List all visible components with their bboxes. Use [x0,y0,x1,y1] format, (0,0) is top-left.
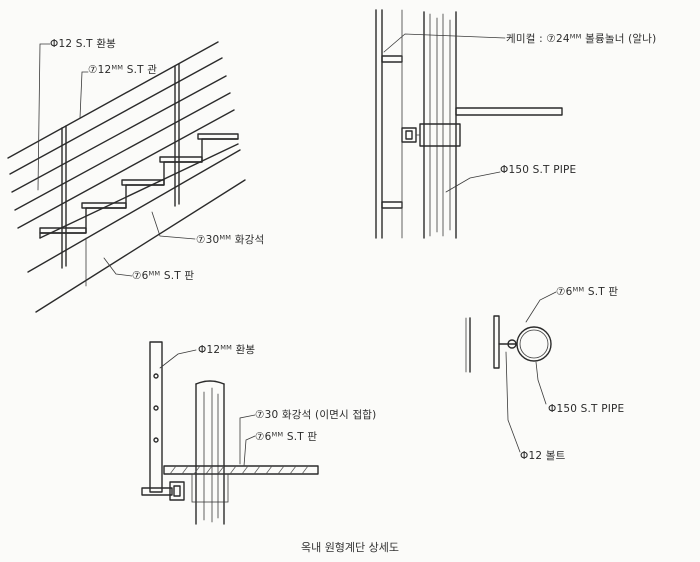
label-section-plate: ⑦6ᴹᴹ S.T 판 [255,431,318,443]
label-handrail-bar: Φ12 S.T 환봉 [50,38,117,50]
stair-stringer [27,149,246,313]
stair-leaders [37,43,196,277]
label-bolt: Φ12 볼트 [520,450,566,462]
label-stringer-plate: ⑦6ᴹᴹ S.T 판 [132,270,195,282]
column-elevation [375,9,563,239]
label-section-tread: ⑦30 화강석 (이면시 접합) [255,409,377,421]
label-round-bar: Φ12ᴹᴹ 환봉 [198,344,256,356]
label-post-plate: ⑦12ᴹᴹ S.T 관 [88,64,158,76]
label-plan-pipe: Φ150 S.T PIPE [548,403,625,415]
drawing-title: 옥내 원형계단 상세도 [300,541,400,554]
pipe-plan [465,291,557,453]
handrail-section [141,341,319,525]
label-plan-plate: ⑦6ᴹᴹ S.T 판 [556,286,619,298]
handrail-bars [7,41,235,229]
label-chemical-anchor: 케미컬 : ⑦24ᴹᴹ 볼륭놀너 (알나) [506,33,657,45]
stair-isometric [7,41,246,313]
label-granite-tread: ⑦30ᴹᴹ 화강석 [196,234,265,246]
stair-steps [39,133,239,239]
steel-pipe [423,11,457,239]
stair-column [195,380,225,525]
label-pipe-elevation: Φ150 S.T PIPE [500,164,577,176]
railing-posts [61,63,180,269]
